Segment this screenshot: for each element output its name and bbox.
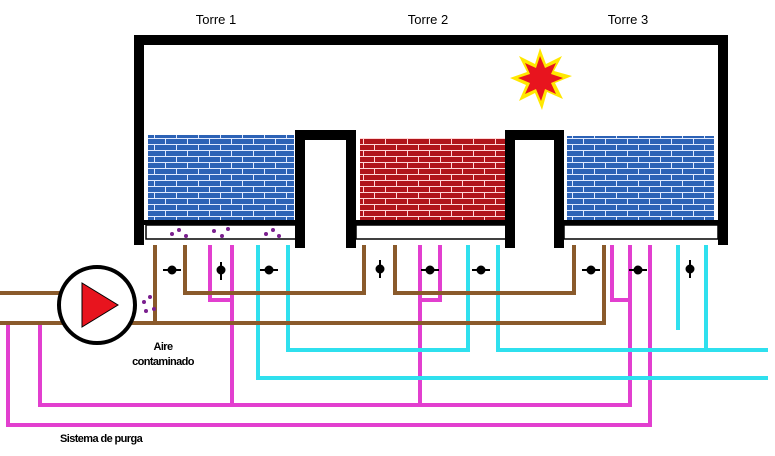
tower-2-base — [356, 220, 510, 225]
tower-3-bed — [567, 136, 714, 220]
air-label-line1: Aire — [154, 341, 173, 353]
purge-pipe-2 — [38, 245, 632, 407]
cyan-pipe-3 — [496, 245, 768, 352]
explosion-icon — [510, 48, 572, 110]
divider-1-top — [295, 130, 356, 140]
cyan-pipe-2 — [286, 245, 470, 352]
tower-1-label: Torre 1 — [196, 12, 236, 27]
purge-pipe-left — [6, 245, 652, 427]
divider-2-right — [554, 130, 564, 248]
valve-icon[interactable] — [629, 265, 647, 275]
tower-3 — [563, 136, 719, 240]
divider-1-left — [295, 130, 305, 248]
valve-icon[interactable] — [685, 260, 695, 278]
valve-icon[interactable] — [421, 265, 439, 275]
cyan-pipes — [256, 245, 768, 380]
tower-1-bed — [148, 135, 294, 220]
tower-2-plenum — [355, 224, 511, 240]
valve-icon[interactable] — [375, 260, 385, 278]
tower-1-base — [144, 220, 300, 225]
tower-1 — [144, 135, 300, 240]
tower-3-plenum — [563, 224, 719, 240]
air-header-2 — [393, 245, 576, 295]
cyan-pipe-4 — [676, 245, 708, 350]
cyan-pipe-1 — [256, 245, 768, 380]
purge-label: Sistema de purga — [60, 433, 144, 445]
purge-pipe-5 — [610, 245, 630, 302]
divider-2-left — [505, 130, 515, 248]
valve-icon[interactable] — [472, 265, 490, 275]
tower-2-bed — [360, 138, 505, 220]
valve-icon[interactable] — [582, 265, 600, 275]
tower-enclosure — [134, 35, 728, 245]
tower-2 — [355, 138, 511, 240]
divider-2-top — [505, 130, 564, 140]
valve-icon[interactable] — [260, 265, 278, 275]
tower-3-label: Torre 3 — [608, 12, 648, 27]
valve-icon[interactable] — [216, 262, 226, 280]
divider-1-right — [346, 130, 356, 248]
air-main-pipe — [0, 245, 606, 325]
tower-3-base — [564, 220, 718, 225]
contaminant-particles — [142, 227, 281, 313]
valves — [163, 260, 695, 280]
pump-icon[interactable] — [57, 265, 137, 345]
enclosure-right — [718, 35, 728, 245]
enclosure-left — [134, 35, 144, 245]
tower-dividers — [295, 130, 564, 248]
tower-2-label: Torre 2 — [408, 12, 448, 27]
air-label-line2: contaminado — [132, 356, 195, 368]
valve-icon[interactable] — [163, 265, 181, 275]
enclosure-top — [134, 35, 728, 45]
